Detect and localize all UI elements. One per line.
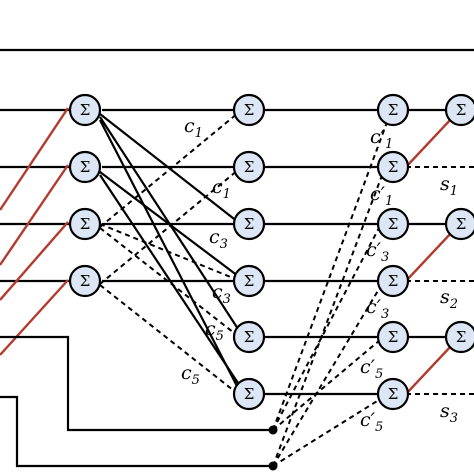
link-dashed [272,113,391,431]
red-link [405,344,453,395]
svg-text:Σ: Σ [244,272,255,290]
label-c-prime-3: c′3 [366,239,389,265]
label-c-prime-1: c′1 [370,126,393,152]
label-s2: s2 [440,286,458,312]
svg-text:Σ: Σ [80,101,91,119]
sum-node: Σ [68,150,102,184]
svg-text:Σ: Σ [456,328,467,346]
label-c-prime-5: c′5 [360,409,383,435]
link-dashed [99,112,239,228]
label-c-prime-5: c′5 [360,356,383,382]
link-solid [99,113,239,223]
sum-node: Σ [68,264,102,298]
svg-text:c′5: c′5 [360,356,383,382]
svg-text:c′3: c′3 [366,239,389,265]
route-line-2 [0,395,273,468]
label-c5: c5 [181,362,200,388]
svg-text:c1: c1 [212,176,231,202]
sum-node: Σ [68,207,102,241]
sum-node: Σ [232,320,266,354]
sum-node: Σ [232,264,266,298]
link-solid [99,174,241,387]
svg-text:Σ: Σ [388,272,399,290]
sum-node: Σ [376,320,410,354]
svg-text:c1: c1 [184,115,203,141]
label-c-prime-3: c′3 [366,296,389,322]
svg-text:Σ: Σ [456,215,467,233]
link-dashed [272,169,385,467]
svg-text:Σ: Σ [80,215,91,233]
svg-text:s1: s1 [440,173,458,199]
sum-node: Σ [376,150,410,184]
link-dashed [272,225,381,431]
sum-node: Σ [376,264,410,298]
red-cross-line [0,107,69,211]
svg-text:Σ: Σ [388,385,399,403]
red-link [405,231,453,282]
sum-node: Σ [444,320,474,354]
sum-node: Σ [444,93,474,127]
svg-text:Σ: Σ [244,101,255,119]
svg-text:Σ: Σ [388,215,399,233]
link-dashed [99,169,239,285]
sum-node: Σ [376,93,410,127]
label-c-prime-1: c′1 [370,183,393,209]
route-line-1 [0,335,273,432]
red-cross-line [0,221,69,301]
svg-text:Σ: Σ [388,101,399,119]
label-s3: s3 [440,400,458,426]
label-c5: c5 [205,318,224,344]
link-solid [99,171,239,277]
sum-node: Σ [376,377,410,411]
svg-text:Σ: Σ [244,385,255,403]
link-dashed [99,284,239,395]
label-c1: c1 [212,176,231,202]
svg-text:c3: c3 [209,226,228,252]
sum-node: Σ [232,93,266,127]
svg-text:Σ: Σ [80,272,91,290]
svg-text:c5: c5 [205,318,224,344]
red-cross-line [0,279,69,356]
sum-node: Σ [232,150,266,184]
sum-node: Σ [232,377,266,411]
svg-text:c3: c3 [212,281,231,307]
svg-text:c′1: c′1 [370,126,393,152]
label-c3: c3 [212,281,231,307]
red-cross-line [0,164,69,266]
svg-text:Σ: Σ [80,158,91,176]
red-link [405,117,453,168]
sum-node: Σ [376,207,410,241]
sum-node: Σ [444,207,474,241]
svg-text:Σ: Σ [244,328,255,346]
svg-text:Σ: Σ [456,101,467,119]
svg-text:Σ: Σ [388,328,399,346]
label-c1: c1 [184,115,203,141]
svg-text:c′1: c′1 [370,183,393,209]
svg-text:c′3: c′3 [366,296,389,322]
svg-text:c′5: c′5 [360,409,383,435]
link-dashed [99,223,239,281]
link-dashed [272,397,383,467]
sum-node: Σ [68,93,102,127]
sum-node: Σ [232,207,266,241]
svg-text:s2: s2 [440,286,458,312]
svg-text:c5: c5 [181,362,200,388]
svg-text:Σ: Σ [244,215,255,233]
link-dashed [99,227,239,337]
svg-text:Σ: Σ [388,158,399,176]
svg-text:Σ: Σ [244,158,255,176]
label-s1: s1 [440,173,458,199]
label-c3: c3 [209,226,228,252]
svg-text:s3: s3 [440,400,458,426]
link-solid [99,119,241,393]
